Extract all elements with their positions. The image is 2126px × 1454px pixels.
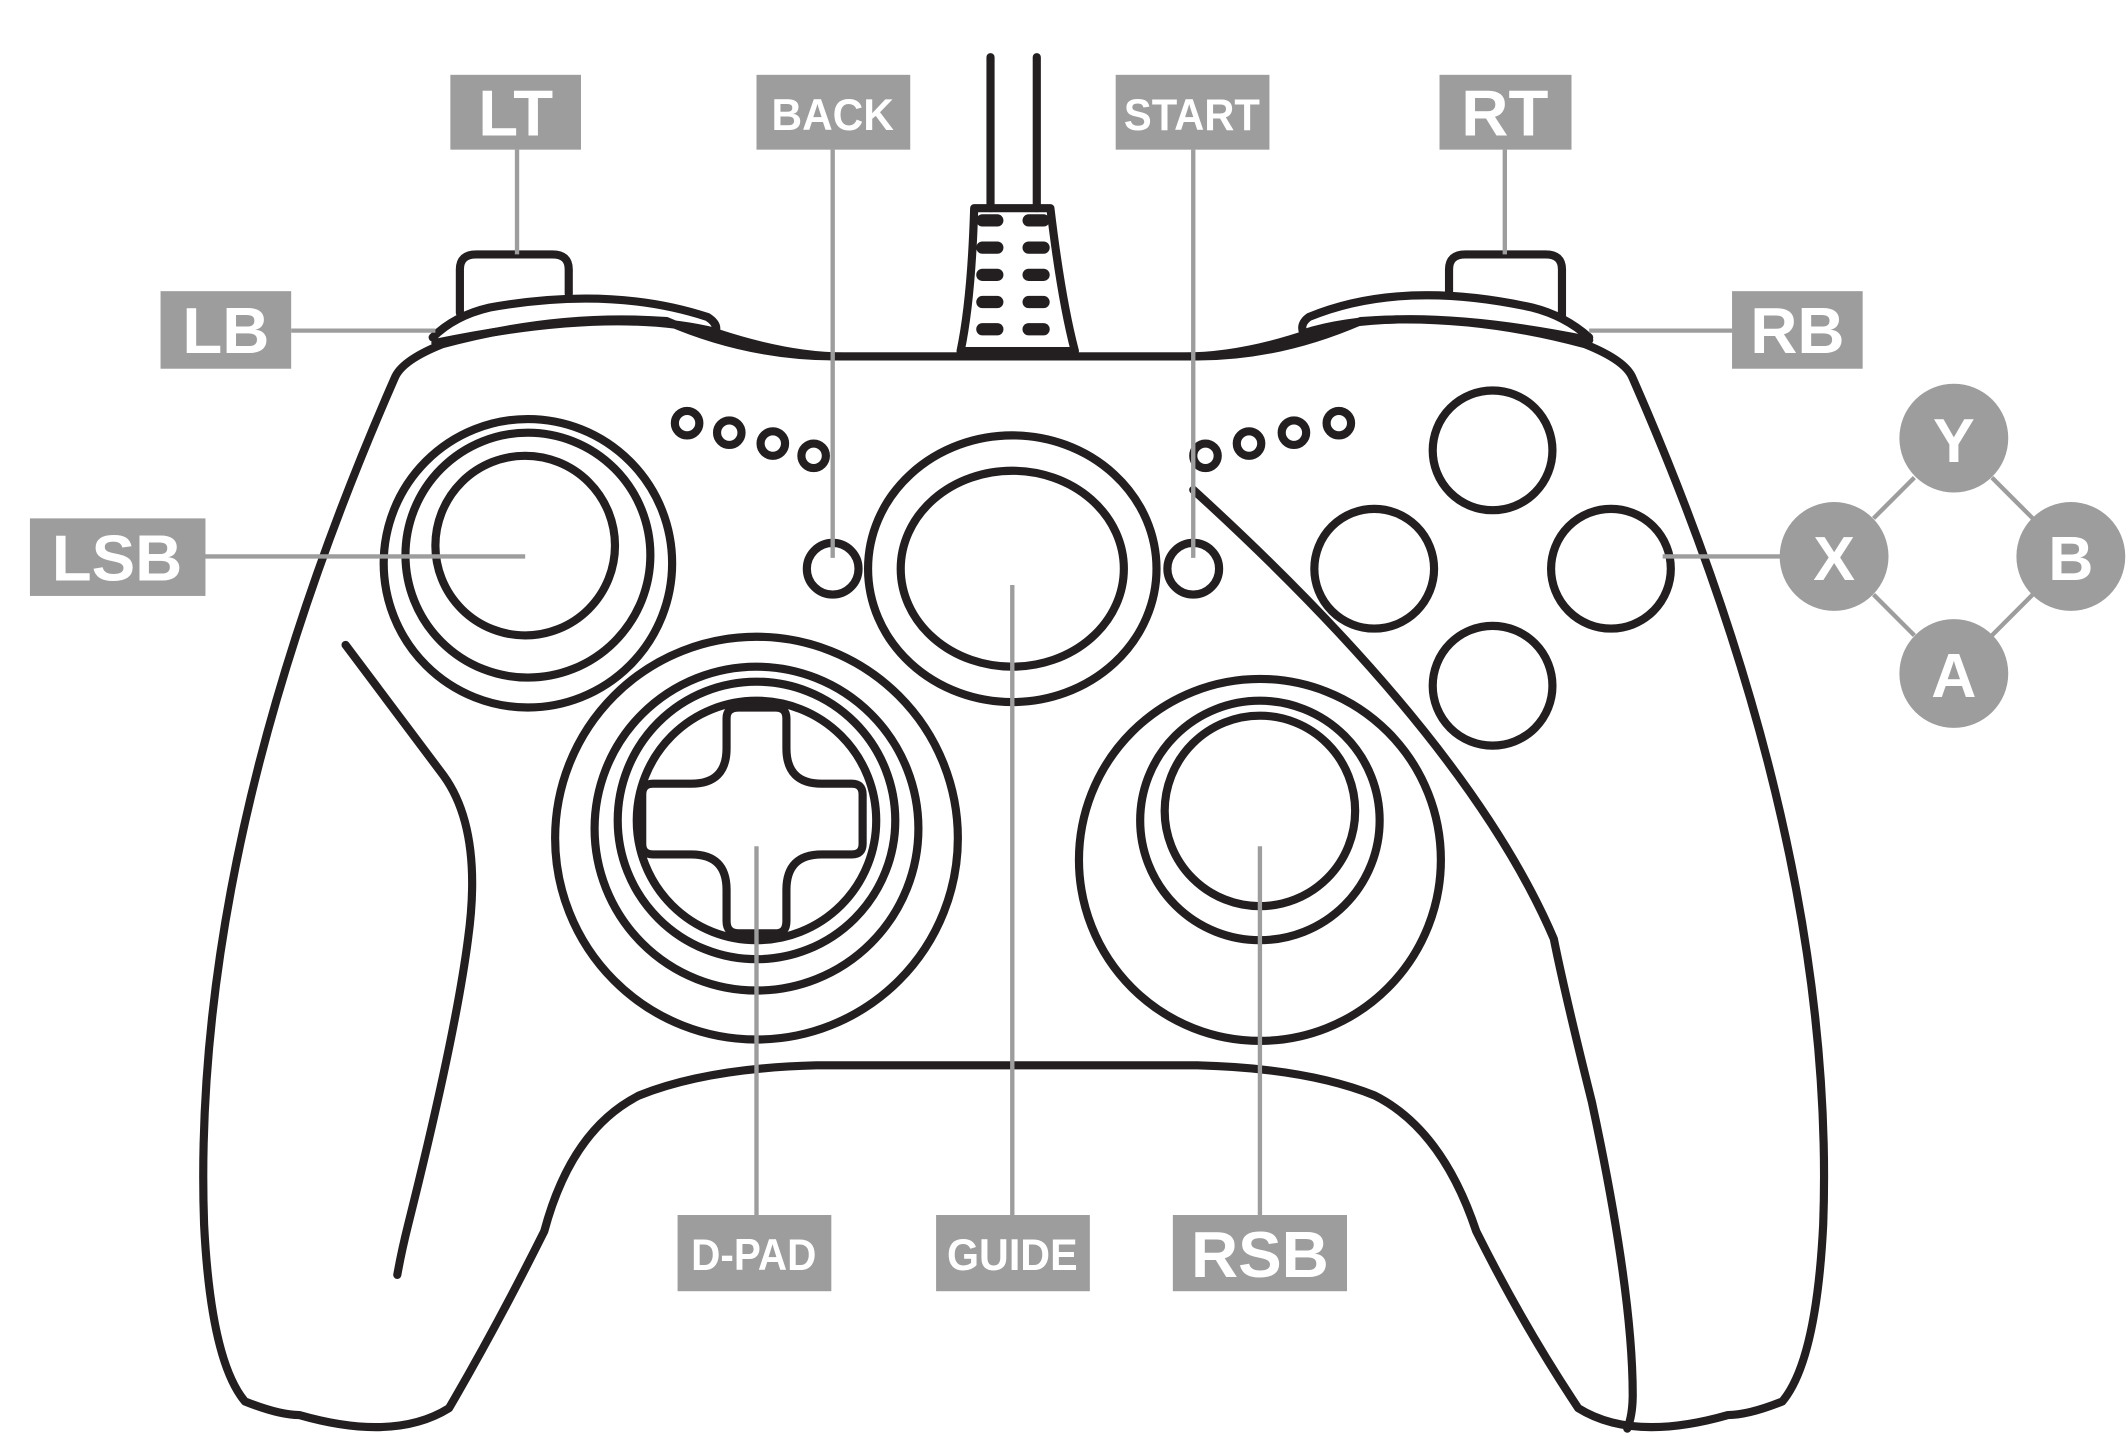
- body-outline: [199, 315, 1829, 1432]
- xa-connector: [1872, 593, 1916, 637]
- left-grip-line: [341, 640, 477, 1279]
- label-guide: GUIDE: [936, 1215, 1090, 1292]
- label-back-text: BACK: [771, 89, 893, 140]
- face-buttons-controller[interactable]: [1310, 386, 1675, 750]
- cable-connector: [956, 204, 1079, 356]
- a-button-shape[interactable]: [1428, 621, 1557, 750]
- legend-b: B: [2016, 502, 2126, 611]
- label-rsb: RSB: [1172, 1215, 1347, 1292]
- leader-lines: [204, 149, 2035, 1216]
- legend-x-circle: [1779, 502, 1889, 611]
- legend-y: Y: [1899, 383, 2009, 493]
- yx-connector: [1872, 476, 1916, 520]
- label-rt-text: RT: [1461, 76, 1548, 149]
- label-start-text: START: [1124, 89, 1260, 140]
- legend-a: A: [1899, 619, 2009, 728]
- label-lt: LT: [450, 74, 581, 150]
- yb-connector: [1990, 476, 2035, 520]
- label-start: START: [1115, 74, 1270, 150]
- label-rb: RB: [1732, 291, 1863, 369]
- face-button-legend: Y X B A: [1779, 383, 2126, 728]
- legend-x: X: [1779, 502, 1889, 611]
- left-stick[interactable]: [379, 414, 677, 712]
- lt-trigger-shape: [455, 250, 573, 318]
- x-button-shape[interactable]: [1310, 504, 1439, 633]
- legend-x-text: X: [1813, 524, 1855, 594]
- legend-a-circle: [1899, 619, 2009, 728]
- dpad-cross: [638, 703, 867, 938]
- label-rsb-text: RSB: [1191, 1218, 1329, 1291]
- ba-connector: [1990, 593, 2035, 637]
- label-dpad: D-PAD: [677, 1215, 832, 1292]
- cable-ribs: [976, 214, 1050, 336]
- label-lb: LB: [160, 291, 292, 369]
- label-lsb-text: LSB: [52, 521, 183, 594]
- y-button-shape[interactable]: [1428, 386, 1557, 515]
- label-lb-text: LB: [182, 294, 269, 367]
- legend-y-circle: [1899, 383, 2009, 493]
- cable: [986, 53, 1041, 213]
- label-lt-text: LT: [478, 76, 553, 149]
- led-indicators-right: [1189, 406, 1356, 473]
- legend-b-text: B: [2048, 524, 2093, 594]
- label-rt: RT: [1439, 74, 1572, 150]
- labels: LT BACK START RT LB RB LSB D-PAD: [29, 74, 1863, 1292]
- b-button-shape[interactable]: [1547, 504, 1675, 633]
- label-guide-text: GUIDE: [947, 1229, 1078, 1280]
- legend-a-text: A: [1931, 641, 1976, 711]
- label-back: BACK: [756, 74, 911, 150]
- label-rb-text: RB: [1750, 294, 1844, 367]
- right-grip-line: [1189, 485, 1637, 1433]
- legend-b-circle: [2016, 502, 2126, 611]
- rt-trigger-shape: [1444, 250, 1567, 320]
- led-indicators-left: [670, 406, 830, 473]
- label-dpad-text: D-PAD: [691, 1229, 816, 1280]
- legend-y-text: Y: [1933, 406, 1975, 476]
- label-lsb: LSB: [29, 518, 206, 596]
